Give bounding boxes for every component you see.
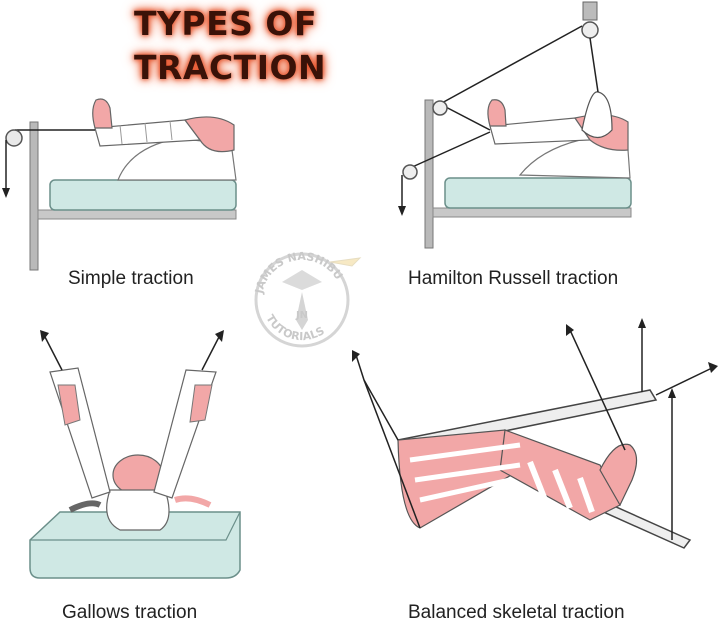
gallows-traction-drawing (29, 330, 241, 579)
watermark-drawing (254, 252, 362, 348)
caption-simple-traction: Simple traction (68, 268, 194, 289)
caption-balanced-skeletal-traction: Balanced skeletal traction (408, 602, 625, 623)
caption-hamilton-russell-traction: Hamilton Russell traction (408, 268, 619, 289)
page-title: TYPES OF TRACTION (134, 4, 327, 87)
simple-traction-drawing (2, 98, 237, 271)
hamilton-russell-drawing (398, 1, 632, 249)
caption-gallows-traction: Gallows traction (62, 602, 198, 623)
watermark-monogram: JN (295, 310, 308, 321)
balanced-skeletal-drawing (352, 318, 718, 549)
